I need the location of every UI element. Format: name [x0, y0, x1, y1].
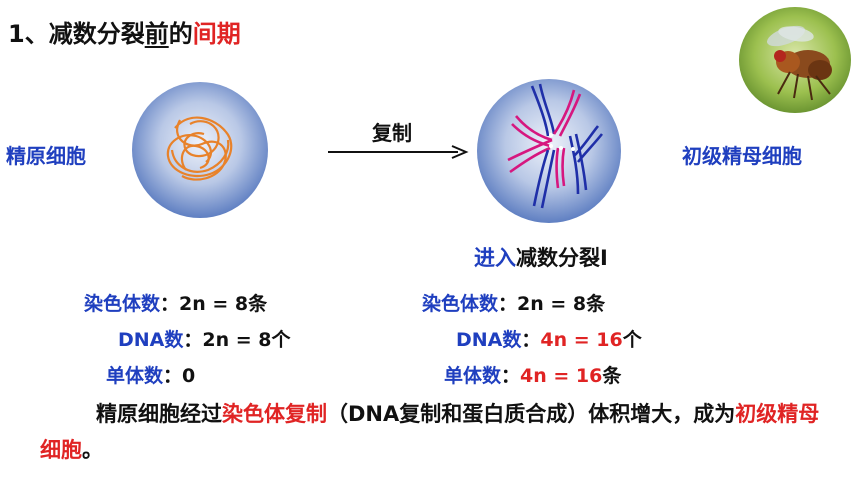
right-stats: 染色体数：2n = 8条 DNA数：4n = 16个 单体数：4n = 16条: [422, 286, 642, 394]
left-chromatid-key: 单体数: [106, 365, 164, 387]
right-dna-sep: ：: [521, 329, 541, 351]
title-mid: 的: [168, 20, 193, 48]
para-highlight-1: 染色体复制: [222, 402, 327, 426]
replicated-chromosomes: [507, 83, 604, 209]
right-dna-key: DNA数: [456, 329, 522, 351]
right-chromatid-unit: 条: [602, 365, 622, 387]
stage-label: 进入减数分裂Ⅰ: [474, 242, 608, 272]
left-chromatid-count: 单体数：0: [84, 358, 291, 394]
stage-rest: 减数分裂Ⅰ: [516, 246, 608, 270]
right-dna-value: 4n = 16: [540, 329, 623, 351]
title-highlight: 间期: [192, 20, 241, 48]
right-chromatid-key: 单体数: [444, 365, 502, 387]
arrow-label: 复制: [372, 121, 412, 145]
left-dna-key: DNA数: [118, 329, 184, 351]
right-chromatid-value: 4n = 16: [520, 365, 603, 387]
right-chromatid-count: 单体数：4n = 16条: [422, 358, 642, 394]
title-prefix: 1、减数分裂: [8, 20, 145, 48]
left-cell-label: 精原细胞: [6, 144, 86, 168]
chromatin-tangle: [166, 116, 233, 181]
right-chromosome-key: 染色体数: [422, 293, 499, 315]
summary-paragraph: 精原细胞经过染色体复制（DNA复制和蛋白质合成）体积增大，成为初级精母细胞。: [40, 396, 840, 468]
right-chromosome-value: ：2n = 8条: [498, 293, 606, 315]
left-chromosome-count: 染色体数：2n = 8条: [84, 286, 291, 322]
left-dna-value: ：2n = 8个: [183, 329, 291, 351]
left-chromatid-value: ：0: [163, 365, 196, 387]
left-stats: 染色体数：2n = 8条 DNA数：2n = 8个 单体数：0: [84, 286, 291, 394]
right-chromosome-count: 染色体数：2n = 8条: [422, 286, 642, 322]
replication-arrow: [328, 145, 469, 159]
left-chromosome-value: ：2n = 8条: [160, 293, 268, 315]
left-dna-count: DNA数：2n = 8个: [84, 322, 291, 358]
para-end: 。: [82, 438, 103, 462]
right-cell-label: 初级精母细胞: [682, 144, 802, 168]
para-part2: （DNA复制和蛋白质合成）体积增大，成为: [327, 402, 736, 426]
right-dna-unit: 个: [622, 329, 642, 351]
para-part1: 精原细胞经过: [96, 402, 222, 426]
spermatogonium-cell: [132, 82, 268, 218]
fruit-fly-image: [739, 7, 851, 113]
stage-highlight: 进入: [474, 246, 516, 270]
slide-title: 1、减数分裂前的间期: [8, 14, 241, 49]
primary-spermatocyte-cell: [477, 79, 621, 223]
right-dna-count: DNA数：4n = 16个: [422, 322, 642, 358]
left-chromosome-key: 染色体数: [84, 293, 161, 315]
para-highlight-2: 初级精母细胞: [40, 402, 820, 462]
title-underlined: 前: [144, 20, 169, 48]
right-chromatid-sep: ：: [501, 365, 521, 387]
